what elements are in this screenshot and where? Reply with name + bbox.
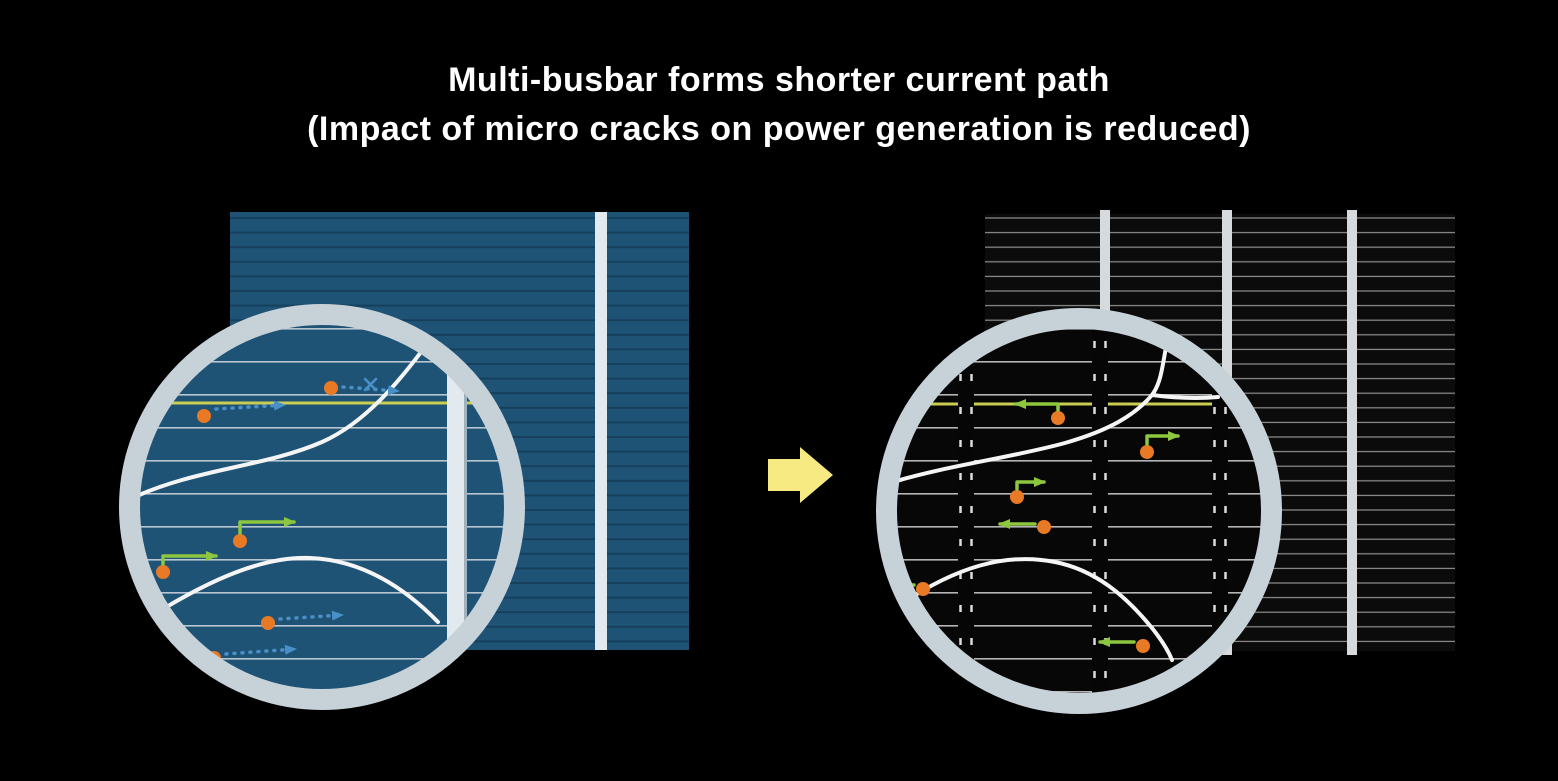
left-zoom-busbar-edge bbox=[464, 324, 467, 690]
short-current-path-arrow bbox=[238, 517, 296, 535]
electron-short-path bbox=[1014, 399, 1065, 425]
electron-dot bbox=[1051, 411, 1065, 425]
electron-long-path bbox=[197, 400, 286, 423]
electron-short-path bbox=[156, 551, 218, 579]
electron-short-path bbox=[998, 519, 1051, 534]
electron-short-path bbox=[1140, 431, 1180, 459]
right-zoom-cell-surface bbox=[896, 328, 1262, 694]
right-magnifier-content bbox=[896, 328, 1262, 694]
left-magnifier-ring bbox=[119, 304, 525, 710]
right-zoom-busbar-body bbox=[958, 328, 974, 694]
electron-short-path bbox=[1098, 637, 1150, 653]
multi-busbar-3 bbox=[1347, 210, 1357, 655]
electron-dot bbox=[1136, 639, 1150, 653]
short-current-path-arrow bbox=[1015, 477, 1046, 491]
long-current-path-arrow bbox=[214, 400, 286, 411]
short-current-path-arrow bbox=[1014, 399, 1060, 412]
right-magnifier bbox=[876, 308, 1282, 714]
standard-cell-busbar bbox=[595, 212, 607, 650]
electron-dot bbox=[156, 565, 170, 579]
electron-long-path bbox=[324, 377, 400, 396]
electron-short-path bbox=[1010, 477, 1046, 504]
long-current-path-arrow bbox=[341, 385, 400, 396]
electron-dot bbox=[1037, 520, 1051, 534]
title-line-2: (Impact of micro cracks on power generat… bbox=[307, 110, 1251, 148]
electron-dot bbox=[916, 582, 930, 596]
right-zoom-busbar-body bbox=[1212, 328, 1228, 694]
electron-dot bbox=[324, 381, 338, 395]
electron-dot bbox=[233, 534, 247, 548]
long-current-path-arrow bbox=[224, 644, 297, 656]
electron-dot bbox=[1140, 445, 1154, 459]
right-zoom-busbar-body bbox=[1092, 328, 1108, 694]
left-zoom-busbar bbox=[447, 324, 464, 690]
electron-dot bbox=[197, 409, 211, 423]
micro-crack-line bbox=[901, 557, 1174, 662]
right-magnifier-ring bbox=[876, 308, 1282, 714]
right-zoom-busbar bbox=[1092, 328, 1108, 694]
long-current-path-arrow bbox=[278, 610, 344, 621]
left-magnifier bbox=[119, 304, 525, 710]
electron-dot bbox=[261, 616, 275, 630]
micro-crack-line bbox=[140, 555, 440, 624]
left-magnifier-content bbox=[139, 324, 505, 690]
right-zoom-busbar bbox=[958, 328, 974, 694]
electron-dot bbox=[1010, 490, 1024, 504]
micro-crack-line bbox=[896, 328, 1174, 484]
electron-long-path bbox=[261, 610, 344, 630]
micro-crack-line bbox=[139, 324, 445, 502]
blocked-path-x-icon bbox=[363, 377, 378, 392]
micro-crack-line bbox=[1150, 393, 1220, 401]
left-zoom-cell-surface bbox=[139, 324, 505, 690]
diagram-title: Multi-busbar forms shorter current path … bbox=[0, 56, 1558, 154]
electron-short-path bbox=[233, 517, 296, 548]
short-current-path-arrow bbox=[161, 551, 218, 566]
transition-arrow-icon bbox=[768, 447, 833, 503]
short-current-path-arrow bbox=[1145, 431, 1180, 446]
title-line-1: Multi-busbar forms shorter current path bbox=[448, 61, 1110, 99]
